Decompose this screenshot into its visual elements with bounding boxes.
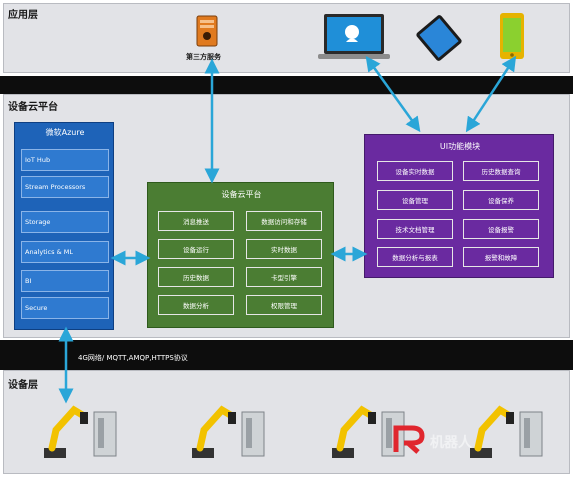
ui-module-item: 技术文档管理 xyxy=(377,219,453,239)
robot-arm-icon xyxy=(192,405,265,458)
platform-item: 卡型引擎 xyxy=(246,267,322,287)
tablet-icon xyxy=(416,15,462,61)
platform-item: 设备运行 xyxy=(158,239,234,259)
ui-module-item: 报警和故障 xyxy=(463,247,539,267)
watermark-logo-icon xyxy=(393,425,425,454)
ui-module-item: 设备报警 xyxy=(463,219,539,239)
ui-module-title: UI功能模块 xyxy=(439,142,481,151)
platform-item: 数据分析 xyxy=(158,295,234,315)
cloud-layer-title: 设备云平台 xyxy=(8,102,58,113)
platform-item: 实时数据 xyxy=(246,239,322,259)
platform-item: 数据访问和存储 xyxy=(246,211,322,231)
phone-icon xyxy=(500,13,524,59)
robot-arm-icon xyxy=(470,405,543,458)
watermark-text: 机器人 xyxy=(430,435,472,451)
azure-item: Analytics & ML xyxy=(21,241,109,263)
azure-item: Secure xyxy=(21,297,109,319)
azure-item: IoT Hub xyxy=(21,149,109,171)
azure-item: Storage xyxy=(21,211,109,233)
server-icon xyxy=(196,15,218,47)
platform-item: 消息推送 xyxy=(158,211,234,231)
third-party-label: 第三方服务 xyxy=(186,53,221,61)
laptop-icon xyxy=(318,14,390,59)
ui-module-item: 设备保养 xyxy=(463,190,539,210)
ui-module-item: 数据分析与报表 xyxy=(377,247,453,267)
ui-module-item: 历史数据查询 xyxy=(463,161,539,181)
platform-title: 设备云平台 xyxy=(221,190,262,199)
robot-arm-icon xyxy=(44,405,117,458)
ui-module-item: 设备实时数据 xyxy=(377,161,453,181)
ui-module-item: 设备管理 xyxy=(377,190,453,210)
platform-panel: 设备云平台 消息推送 数据访问和存储 设备运行 实时数据 历史数据 卡型引擎 数… xyxy=(147,182,334,328)
azure-title: 微软Azure xyxy=(45,128,85,137)
azure-item: BI xyxy=(21,270,109,292)
app-layer-title: 应用层 xyxy=(8,10,38,21)
device-layer-title: 设备层 xyxy=(8,380,38,391)
network-label: 4G网络/ MQTT,AMQP,HTTPS协议 xyxy=(78,354,188,362)
platform-item: 权限管理 xyxy=(246,295,322,315)
divider-bar-network xyxy=(0,340,573,370)
divider-bar-top xyxy=(0,76,573,94)
app-layer-band xyxy=(3,3,570,73)
azure-item: Stream Processors xyxy=(21,176,109,198)
ui-module-panel: UI功能模块 设备实时数据 历史数据查询 设备管理 设备保养 技术文档管理 设备… xyxy=(364,134,554,278)
platform-item: 历史数据 xyxy=(158,267,234,287)
